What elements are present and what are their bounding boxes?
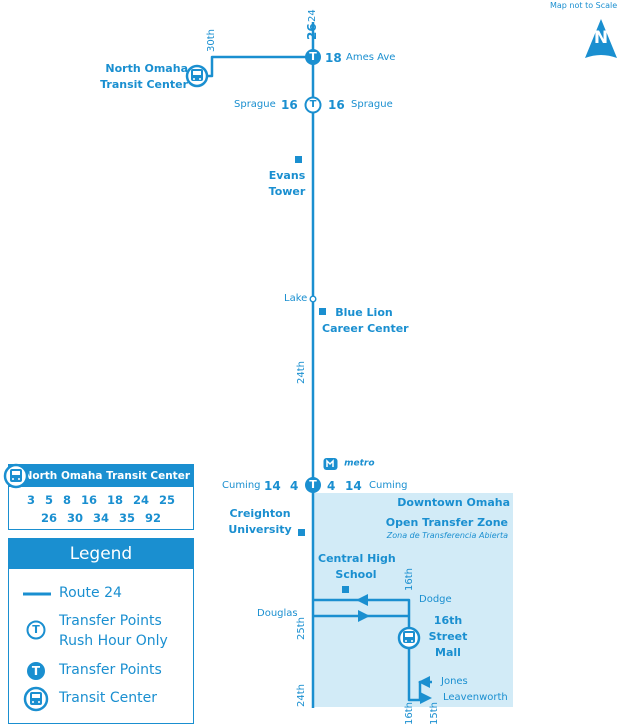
legend-rush-transfer-icon (26, 620, 46, 640)
transfer-point-cuming (305, 477, 321, 493)
route-24-label-top: 24 (307, 9, 318, 22)
arrow-jones (418, 676, 430, 688)
transfer-point-ames (305, 49, 321, 65)
creighton-marker (298, 529, 305, 536)
tc-routes-row-1: 3 5 8 16 18 24 25 (26, 493, 176, 507)
legend-transfer-glyph: T (31, 664, 41, 678)
transit-center-routes-box: North Omaha Transit Center 3 5 8 16 18 2… (8, 464, 194, 530)
street-30th-label: 30th (206, 29, 217, 52)
legend-route-label: Route 24 (59, 585, 122, 601)
street-15th-bottom-label: 15th (429, 702, 440, 725)
metro-logo-text: metro (344, 458, 375, 469)
street-25th-label: 25th (296, 617, 307, 640)
evans-tower-marker (295, 156, 302, 163)
downtown-zone-spanish: Zona de Transferencia Abierta (386, 531, 508, 540)
legend-transfer-icon (27, 662, 45, 680)
street-24th-bottom-label: 24th (296, 684, 307, 707)
metro-logo: metro (323, 453, 375, 470)
north-arrow-icon (585, 19, 617, 58)
sprague-left-label: Sprague (234, 99, 276, 110)
downtown-zone-subtitle: Open Transfer Zone (385, 516, 508, 529)
street-24th-mid-label: 24th (296, 361, 307, 384)
transit-center-box-title: North Omaha Transit Center (23, 470, 190, 482)
arrow-douglas (358, 610, 370, 622)
lake-stop-dot (309, 295, 317, 303)
lake-label: Lake (284, 293, 308, 304)
legend-transit-center-icon (23, 686, 49, 712)
compass-letter: N (593, 28, 609, 48)
legend-rush-glyph: T (32, 623, 40, 636)
cuming-left-label: Cuming (222, 480, 261, 491)
cuming-left-num-1: 14 (264, 479, 281, 493)
arrow-dodge (356, 594, 368, 606)
street-16th-bottom-label: 16th (404, 702, 415, 725)
sprague-right-num: 16 (328, 98, 345, 112)
route-segment-30th (197, 55, 313, 78)
cuming-right-num-2: 14 (345, 479, 362, 493)
tc-routes-row-2: 26 30 34 35 92 (40, 511, 162, 525)
ames-street-label: Ames Ave (346, 52, 396, 63)
dodge-label: Dodge (419, 594, 452, 605)
arrow-leavenworth (420, 692, 432, 704)
cuming-right-num-1: 4 (327, 479, 336, 493)
metro-logo-icon (323, 457, 338, 470)
legend-transit-center-label: Transit Center (59, 690, 157, 706)
central-high-marker (342, 586, 349, 593)
jones-label: Jones (441, 676, 468, 687)
transit-center-box-icon (3, 463, 29, 489)
legend-transfer-label: Transfer Points (59, 662, 162, 678)
transit-center-box-header: North Omaha Transit Center (9, 465, 193, 487)
sprague-left-num: 16 (281, 98, 298, 112)
transfer-glyph-cuming: T (309, 478, 317, 491)
cuming-right-label: Cuming (369, 480, 408, 491)
transfer-glyph-sprague: T (309, 99, 317, 110)
ames-route-num: 18 (325, 51, 342, 65)
route-26-label: 26 (305, 23, 319, 40)
blue-lion-marker (319, 308, 326, 315)
map-scale-note: Map not to Scale (550, 1, 618, 10)
transit-center-icon-north-omaha (185, 64, 209, 88)
douglas-label: Douglas (257, 608, 298, 619)
downtown-zone-title: Downtown Omaha (397, 496, 510, 509)
legend-title: Legend (9, 539, 193, 569)
legend-route-line-icon (23, 592, 51, 596)
sprague-right-label: Sprague (351, 99, 393, 110)
cuming-left-num-2: 4 (290, 479, 299, 493)
street-16th-upper-label: 16th (404, 568, 415, 591)
transfer-glyph-ames: T (309, 50, 317, 63)
transit-center-icon-16th-mall (397, 626, 421, 650)
rush-transfer-sprague (304, 96, 322, 114)
leavenworth-label: Leavenworth (443, 692, 508, 703)
